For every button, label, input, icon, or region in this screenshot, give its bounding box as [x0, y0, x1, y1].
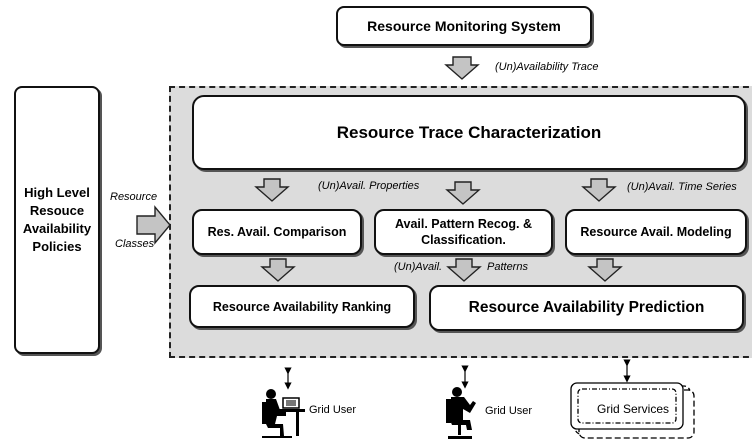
- resource-edge-label: Resource: [110, 191, 158, 203]
- arrow-to-modeling: [581, 178, 617, 202]
- grid-user-chair-icon: [446, 387, 476, 439]
- arrow-trace-down: [444, 56, 480, 80]
- trace-edge-label: (Un)Availability Trace: [495, 61, 599, 73]
- ranking-node: Resource Availability Ranking: [189, 285, 415, 328]
- resource-monitoring-system-node: Resource Monitoring System: [336, 6, 592, 46]
- time-series-edge-label: (Un)Avail. Time Series: [627, 181, 737, 193]
- patterns-edge-label-a: (Un)Avail.: [394, 261, 443, 273]
- pattern-recognition-label: Avail. Pattern Recog. & Classification.: [394, 217, 533, 247]
- comparison-node: Res. Avail. Comparison: [192, 209, 362, 255]
- trace-characterization-label: Resource Trace Characterization: [336, 122, 602, 142]
- trace-characterization-node: Resource Trace Characterization: [192, 95, 746, 170]
- arrow-to-ranking: [260, 258, 296, 282]
- arrow-policies-to-system: [136, 205, 171, 245]
- arrow-to-pattern: [445, 181, 481, 205]
- resource-monitoring-system-label: Resource Monitoring System: [367, 18, 561, 34]
- properties-edge-label: (Un)Avail. Properties: [318, 180, 420, 192]
- grid-user-1-label: Grid User: [309, 404, 357, 416]
- arrow-to-comparison: [254, 178, 290, 202]
- ranking-label: Resource Availability Ranking: [212, 299, 392, 314]
- classes-edge-label: Classes: [115, 238, 155, 250]
- pattern-recognition-node: Avail. Pattern Recog. & Classification.: [374, 209, 553, 255]
- grid-services-stack-icon: [570, 382, 695, 439]
- patterns-edge-label-b: Patterns: [487, 261, 528, 273]
- modeling-label: Resource Avail. Modeling: [580, 225, 732, 239]
- grid-user-desk-icon: [262, 389, 305, 438]
- arrow-pattern-to-prediction: [446, 258, 482, 282]
- prediction-node: Resource Availability Prediction: [429, 285, 744, 331]
- modeling-node: Resource Avail. Modeling: [565, 209, 747, 255]
- prediction-label: Resource Availability Prediction: [468, 299, 705, 316]
- policies-label: High Level Resouce Availability Policies: [22, 185, 92, 254]
- comparison-label: Res. Avail. Comparison: [207, 225, 347, 239]
- grid-user-2-label: Grid User: [485, 405, 533, 417]
- arrow-modeling-to-prediction: [587, 258, 623, 282]
- grid-services-label: Grid Services: [597, 402, 670, 416]
- policies-node: High Level Resouce Availability Policies: [14, 86, 100, 354]
